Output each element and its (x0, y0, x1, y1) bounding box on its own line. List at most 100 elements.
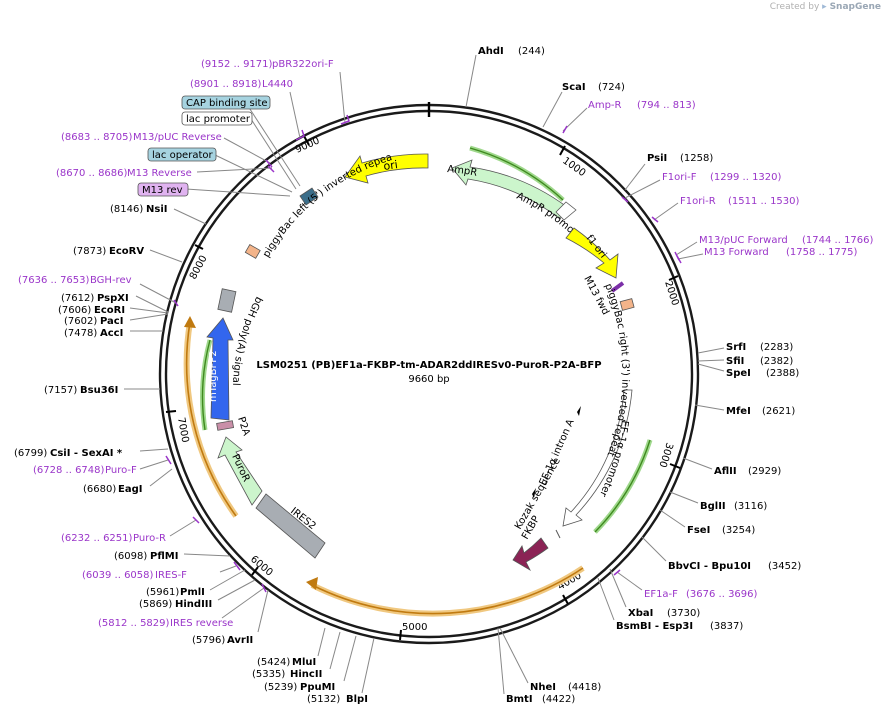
svg-text:BlpI: BlpI (346, 694, 368, 705)
lac-operator-tag[interactable]: lac operator (147, 147, 217, 162)
site-bbvci[interactable]: BbvCI - Bpu10I (3452) (641, 536, 801, 572)
svg-text:BbvCI - Bpu10I: BbvCI - Bpu10I (668, 561, 751, 572)
site-bsmbi[interactable]: BsmBI - Esp3I (3837) (597, 577, 743, 632)
piggybac-right-feature[interactable] (562, 389, 633, 527)
ori-feature[interactable] (344, 153, 429, 184)
site-mfei[interactable]: MfeI (2621) (694, 404, 795, 417)
site-sfii[interactable]: SfiI (2382) (697, 356, 793, 367)
svg-text:(8146): (8146) (110, 204, 143, 215)
site-hincii[interactable]: HincII (5335) (252, 631, 341, 680)
site-acci[interactable]: AccI (7478) (64, 328, 163, 339)
site-scai[interactable]: ScaI (724) (542, 82, 625, 128)
m13fwd-feature[interactable] (610, 281, 625, 293)
ires2-feature[interactable] (255, 493, 326, 559)
tick-label: 5000 (402, 622, 427, 633)
f1ori-feature[interactable] (565, 227, 619, 279)
primer-puro-f[interactable]: Puro-F (6728 .. 6748) (33, 455, 172, 476)
site-blpi[interactable]: BlpI (5132) (307, 637, 375, 705)
primer-m13puc-reverse[interactable]: M13/pUC Reverse (8683 .. 8705) (61, 132, 273, 168)
site-csii[interactable]: CsiI - SexAI * (6799) (14, 448, 169, 459)
fkbp-feature[interactable] (512, 537, 549, 572)
primer-ef1a-f[interactable]: EF1a-F (3676 .. 3696) (613, 569, 758, 600)
svg-text:F1ori-R: F1ori-R (680, 196, 716, 207)
site-hindiii[interactable]: HindIII (5869) (139, 579, 256, 610)
orf-arrow-cds (306, 577, 318, 590)
snapgene-credit: Created by ▸ SnapGene (770, 2, 881, 12)
site-bsu36i[interactable]: Bsu36I (7157) (44, 385, 160, 396)
svg-text:(2929): (2929) (748, 466, 781, 477)
primer-puro-r[interactable]: Puro-R (6232 .. 6251) (61, 516, 200, 544)
site-ahdi[interactable]: AhdI (244) (465, 46, 545, 108)
site-srfi[interactable]: SrfI (2283) (697, 342, 793, 354)
primer-m13-reverse[interactable]: M13 Reverse (8670 .. 8686) (56, 165, 275, 179)
site-bglii[interactable]: BglII (3116) (669, 491, 767, 512)
misc-feature-right[interactable] (619, 298, 635, 311)
svg-text:MfeI: MfeI (726, 406, 751, 417)
site-pspxi[interactable]: PspXI (7612) (61, 293, 169, 313)
site-psii[interactable]: PsiI (1258) (624, 153, 713, 191)
svg-text:(6232 .. 6251): (6232 .. 6251) (61, 533, 133, 544)
primer-f1ori-r[interactable]: F1ori-R (1511 .. 1530) (651, 196, 800, 223)
cap-binding-site-tag[interactable]: CAP binding site (181, 95, 271, 110)
site-aflii[interactable]: AflII (2929) (682, 457, 781, 477)
svg-text:EF1a-F: EF1a-F (644, 589, 678, 600)
primer-l4440[interactable]: L4440 (8901 .. 8918) (190, 79, 305, 141)
svg-text:(1299 .. 1320): (1299 .. 1320) (710, 172, 782, 183)
primer-m13-forward[interactable]: M13 Forward (1758 .. 1775) (676, 247, 858, 264)
misc-feature-left[interactable] (244, 243, 261, 259)
primer-ires-reverse[interactable]: IRES reverse (5812 .. 5829) (98, 583, 267, 629)
svg-text:(7612): (7612) (61, 293, 94, 304)
site-ecori[interactable]: EcoRI (7606) (58, 305, 169, 316)
svg-text:Puro-R: Puro-R (133, 533, 166, 544)
svg-text:(4418): (4418) (568, 682, 601, 693)
primer-pbr322ori-f[interactable]: pBR322ori-F (9152 .. 9171) (201, 59, 350, 125)
p2a-feature[interactable] (216, 420, 235, 431)
svg-text:BsmBI - Esp3I: BsmBI - Esp3I (616, 621, 693, 632)
svg-text:CAP binding site: CAP binding site (186, 98, 268, 109)
site-mlui[interactable]: MluI (5424) (257, 627, 326, 668)
site-pflmi[interactable]: PflMI (6098) (114, 551, 231, 562)
site-nsii[interactable]: NsiI (8146) (110, 204, 207, 225)
puror-feature[interactable] (217, 436, 263, 506)
site-paci[interactable]: PacI (7602) (64, 313, 169, 327)
site-eagi[interactable]: EagI (6680) (83, 468, 173, 495)
ampr-promoter-feature[interactable] (555, 201, 577, 221)
site-ppumi[interactable]: PpuMI (5239) (264, 635, 357, 693)
primer-amp-r[interactable]: Amp-R (794 .. 813) (562, 100, 696, 134)
svg-text:pBR322ori-F: pBR322ori-F (272, 59, 334, 70)
site-pmli[interactable]: PmlI (5961) (146, 569, 246, 598)
site-avrii[interactable]: AvrII (5796) (192, 589, 269, 646)
svg-text:(4422): (4422) (542, 694, 575, 705)
ampr-feature[interactable] (451, 159, 568, 220)
ef1-intron-marker-2[interactable] (532, 488, 536, 498)
orf-arcs (183, 316, 585, 617)
site-spei[interactable]: SpeI (2388) (697, 363, 799, 379)
m13-rev-tag[interactable]: M13 rev (137, 182, 189, 197)
primer-f1ori-f[interactable]: F1ori-F (1299 .. 1320) (621, 172, 782, 203)
site-nhei[interactable]: NheI (4418) (499, 627, 601, 693)
kozak-marker[interactable] (555, 529, 561, 539)
svg-text:(8670 .. 8686): (8670 .. 8686) (56, 168, 128, 179)
tick-label: 1000 (560, 155, 587, 179)
svg-text:HincII: HincII (290, 669, 322, 680)
site-bmti[interactable]: BmtI (4422) (497, 627, 575, 705)
ampr-arc-core (469, 147, 564, 201)
green-arcs (200, 145, 653, 534)
lac-promoter-tag[interactable]: lac promoter (181, 111, 253, 126)
ef1-intron-marker-1[interactable] (577, 406, 581, 416)
svg-text:(7478): (7478) (64, 328, 97, 339)
svg-text:AccI: AccI (100, 328, 123, 339)
site-ecorv[interactable]: EcoRV (7873) (73, 246, 183, 263)
primer-ires-f[interactable]: IRES-F (6039 .. 6058) (82, 561, 241, 581)
site-xbai[interactable]: XbaI (3730) (609, 568, 700, 619)
svg-text:PmlI: PmlI (180, 587, 205, 598)
bfp-feature[interactable] (206, 317, 234, 421)
site-fsei[interactable]: FseI (3254) (659, 509, 755, 536)
piggybac-left-feature[interactable] (299, 187, 319, 206)
svg-text:(5869): (5869) (139, 599, 172, 610)
primer-bgh-rev[interactable]: BGH-rev (7636 .. 7653) (18, 275, 179, 307)
bgh-feature[interactable] (217, 288, 237, 313)
svg-text:(1258): (1258) (680, 153, 713, 164)
svg-text:XbaI: XbaI (628, 608, 653, 619)
